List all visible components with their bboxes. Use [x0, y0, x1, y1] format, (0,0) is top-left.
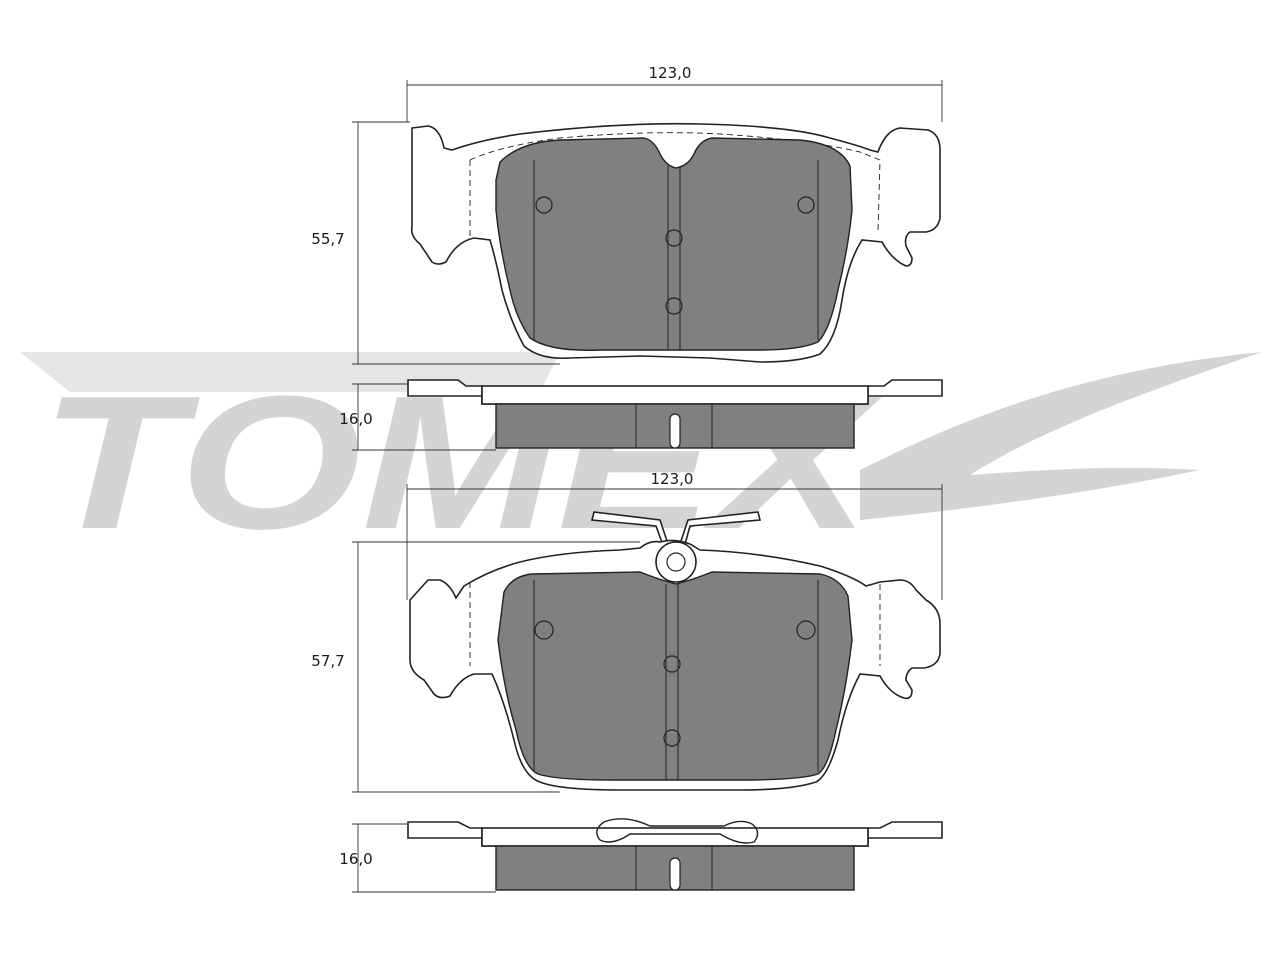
lower-pad-rivet [796, 620, 816, 640]
upper-height-dimension: 55,7 [311, 121, 560, 365]
lower-sensor-mount [655, 541, 697, 583]
lower-sensor-pin [666, 552, 686, 572]
upper-pad-front-view [410, 122, 941, 363]
lower-thickness-label: 16,0 [339, 850, 372, 868]
lower-width-label: 123,0 [651, 470, 694, 488]
lower-side-spring-clip [596, 818, 759, 844]
upper-thickness-dimension: 16,0 [339, 383, 496, 451]
lower-height-dimension: 57,7 [311, 541, 640, 793]
watermark-swoosh [860, 352, 1262, 520]
lower-width-dimension: 123,0 [406, 470, 943, 600]
lower-side-slot [669, 857, 681, 891]
lower-side-shim [481, 827, 869, 847]
upper-height-label: 55,7 [311, 230, 344, 248]
upper-thickness-label: 16,0 [339, 410, 372, 428]
upper-pad-rivet [797, 196, 815, 214]
lower-plate-inner-dash [469, 582, 881, 666]
upper-pad-rivet [535, 196, 553, 214]
upper-pad-rivet [665, 229, 683, 247]
upper-side-slot [669, 413, 681, 449]
upper-width-dimension: 123,0 [406, 64, 943, 122]
upper-pad-side-view [407, 379, 943, 449]
lower-pad-front-view [409, 511, 941, 791]
lower-pad-side-view [407, 818, 943, 891]
upper-width-label: 123,0 [649, 64, 692, 82]
upper-pad-rivet [665, 297, 683, 315]
lower-friction-pad [497, 571, 853, 781]
lower-thickness-dimension: 16,0 [339, 823, 496, 893]
lower-pad-rivet [663, 729, 681, 747]
lower-height-label: 57,7 [311, 652, 344, 670]
upper-friction-pad [495, 137, 853, 351]
upper-side-shim [481, 385, 869, 405]
lower-pad-rivet [534, 620, 554, 640]
lower-pad-rivet [663, 655, 681, 673]
